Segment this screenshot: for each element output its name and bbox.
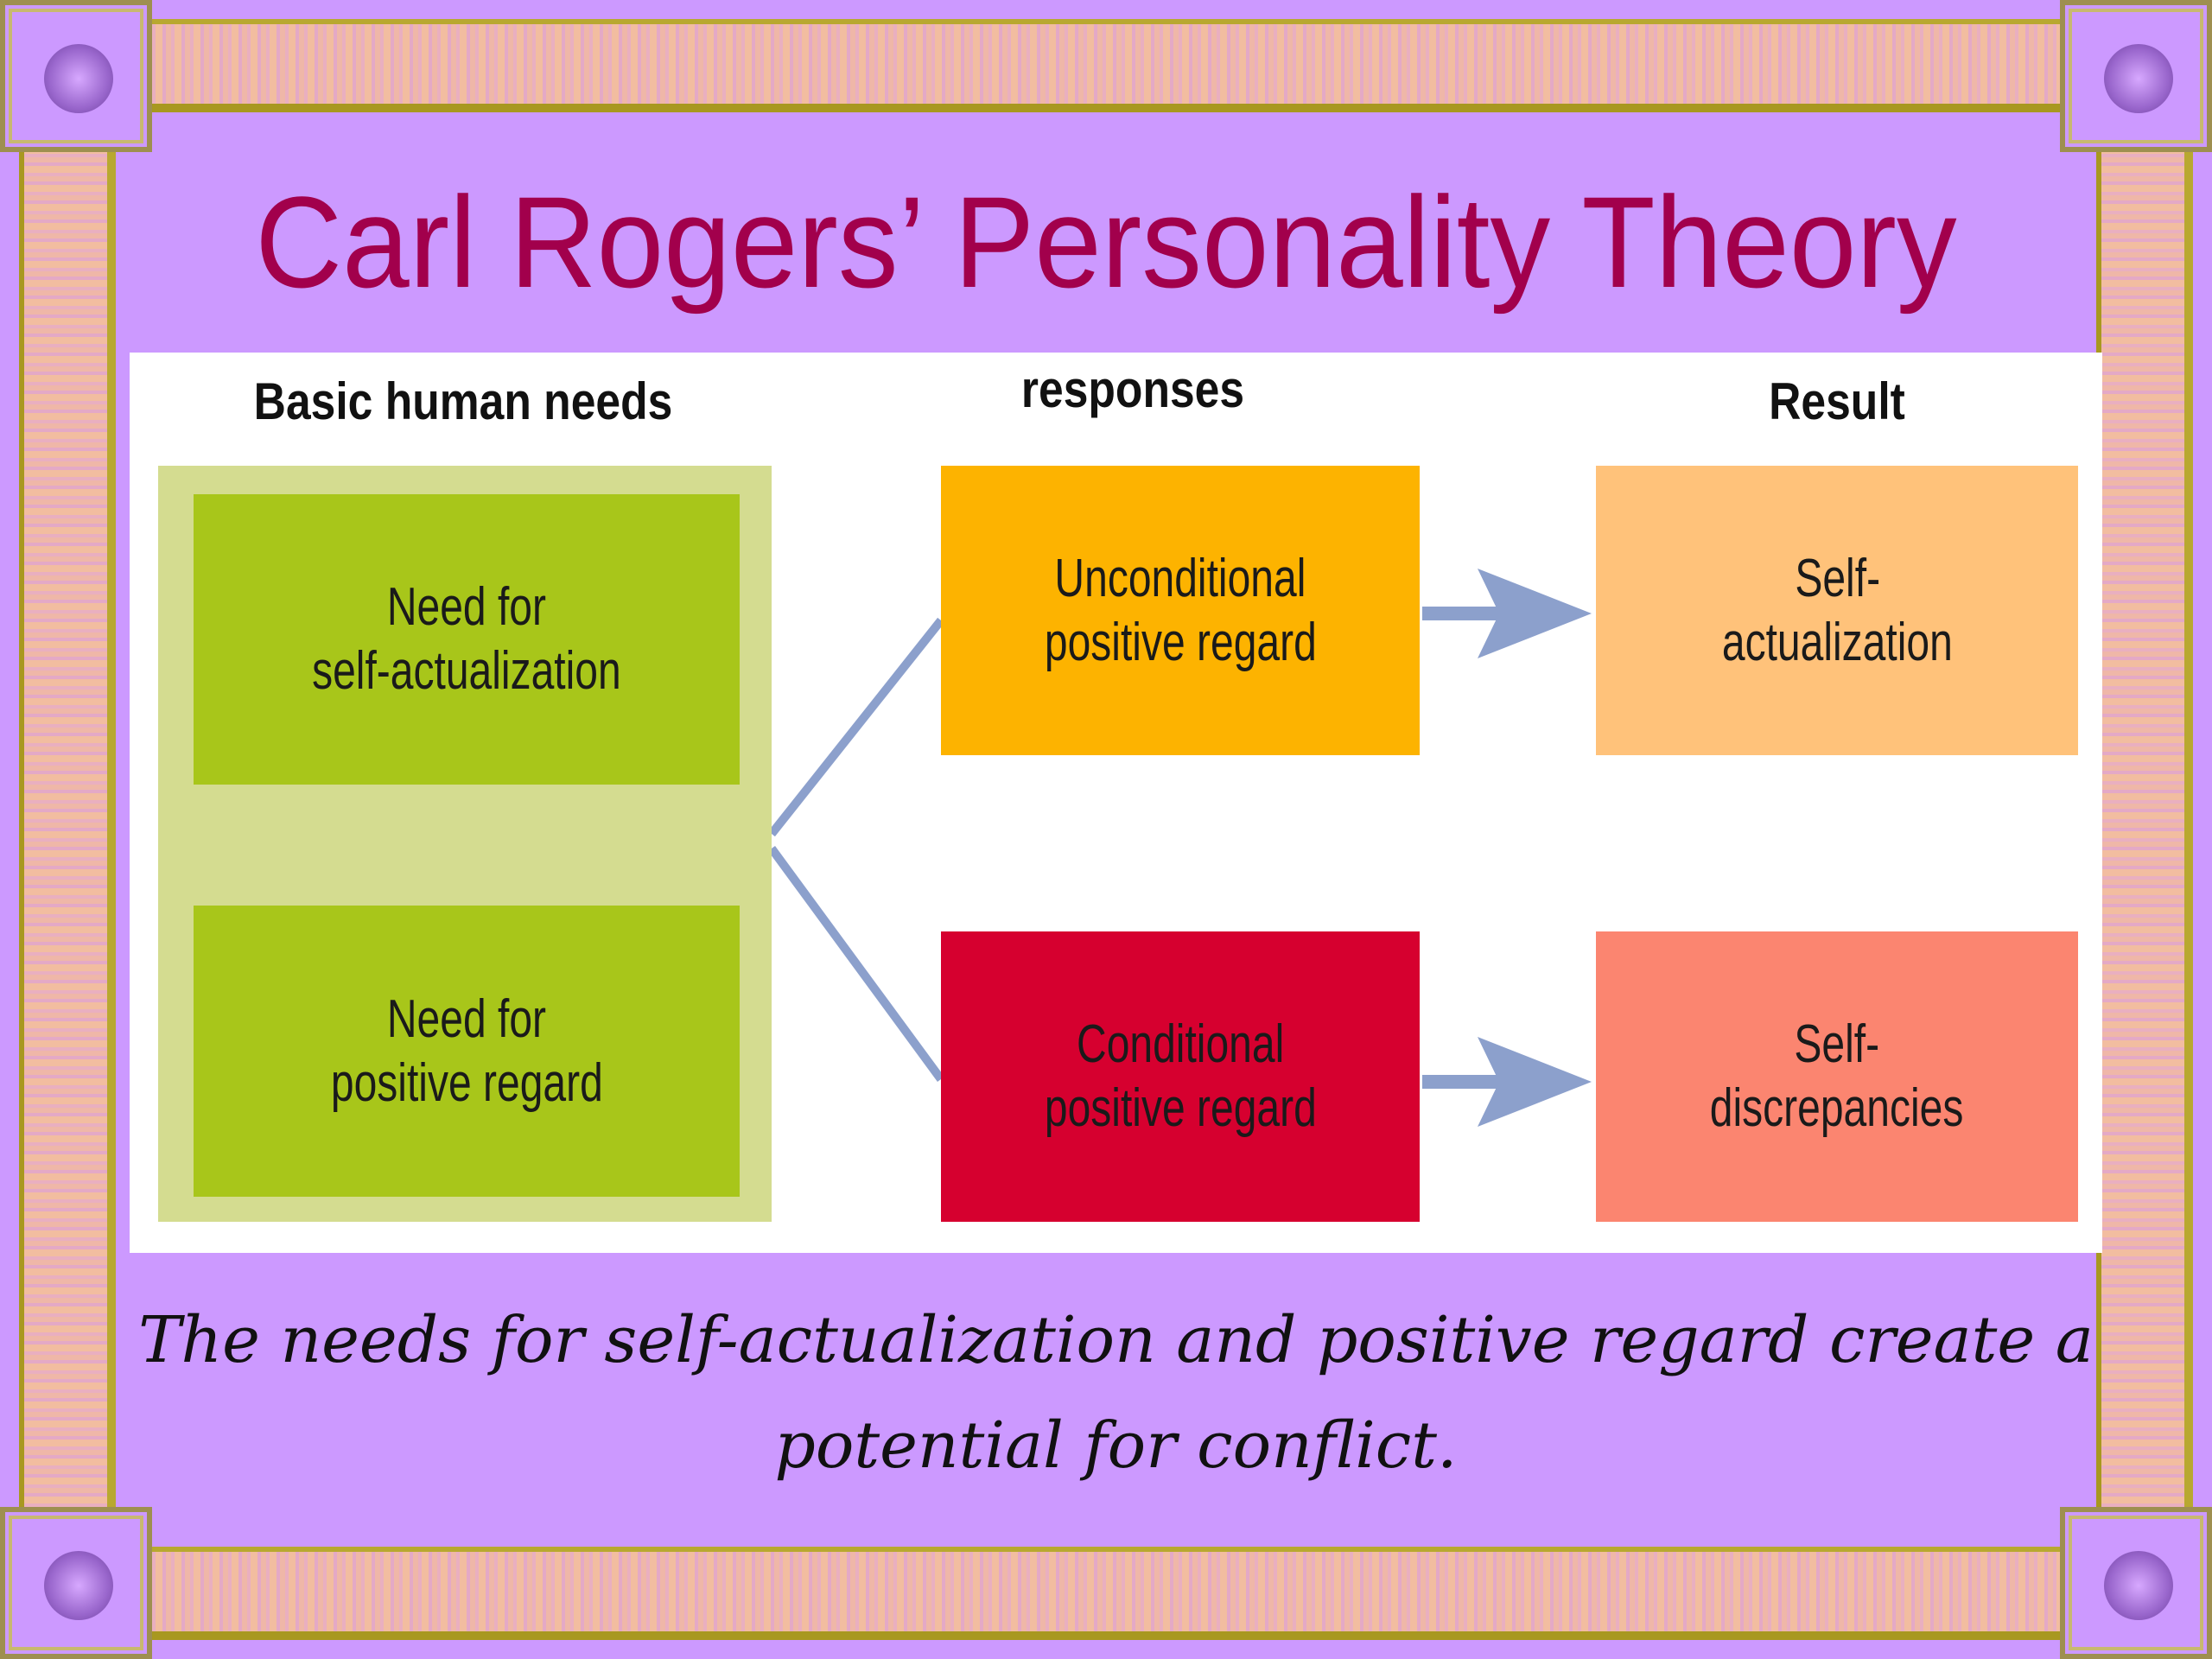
box-line: actualization <box>1721 612 1953 672</box>
result-self-discrepancies: Self-discrepancies <box>1596 931 2078 1222</box>
box-line: Self- <box>1794 1014 1880 1074</box>
box-line: positive regard <box>1044 1078 1317 1138</box>
knob-icon <box>44 44 113 113</box>
caption-line-2: potential for conflict. <box>774 1408 1458 1483</box>
arrow-right-icon <box>1422 1037 1592 1127</box>
caption-line-1: The needs for self-actualization and pos… <box>138 1303 2094 1377</box>
slide-title: Carl Rogers’ Personality Theory <box>255 169 1957 315</box>
frame-corner-bottom-right <box>2060 1507 2212 1659</box>
frame-corner-top-left <box>0 0 152 152</box>
arrow-right-icon <box>1422 569 1592 658</box>
connector-line-upper <box>768 617 944 837</box>
box-line: Unconditional <box>1054 548 1306 608</box>
header-basic-needs: Basic human needs <box>253 372 673 430</box>
box-line: Need for <box>386 988 547 1049</box>
box-line: positive regard <box>330 1052 603 1113</box>
result-self-actualization: Self-actualization <box>1596 466 2078 755</box>
knob-icon <box>2104 44 2173 113</box>
box-line: discrepancies <box>1710 1078 1964 1138</box>
caption: The needs for self-actualization and pos… <box>130 1287 2102 1498</box>
header-result: Result <box>1769 372 1905 430</box>
header-responses: responses <box>1020 360 1245 418</box>
box-line: positive regard <box>1044 612 1317 672</box>
frame-corner-top-right <box>2060 0 2212 152</box>
box-line: Conditional <box>1076 1014 1285 1074</box>
frame-bottom-bar <box>147 1547 2065 1640</box>
box-line: self-actualization <box>312 641 621 701</box>
frame-left-bar <box>19 147 116 1512</box>
box-line: Self- <box>1794 548 1880 608</box>
knob-icon <box>2104 1551 2173 1620</box>
knob-icon <box>44 1551 113 1620</box>
box-line: Need for <box>386 577 547 637</box>
frame-top-bar <box>147 19 2065 112</box>
frame-right-bar <box>2096 147 2193 1512</box>
connector-line-lower <box>767 846 945 1082</box>
frame-corner-bottom-left <box>0 1507 152 1659</box>
